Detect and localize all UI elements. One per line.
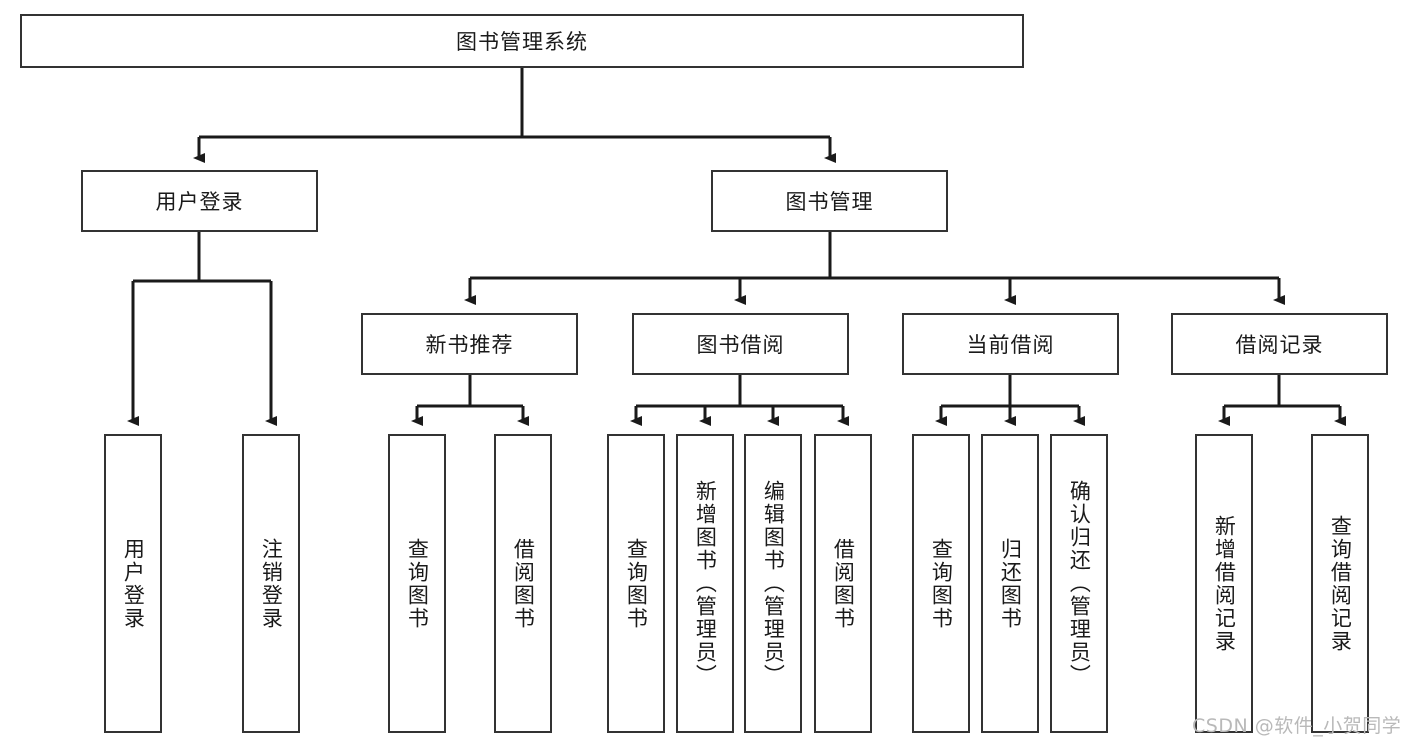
node-leaf-query-book-3[interactable]: 查询图书 [912, 434, 970, 733]
node-leaf-logout-login-label: 注销登录 [259, 537, 284, 630]
node-leaf-add-book-label: 新增图书（管理员） [693, 480, 718, 687]
node-new-book-recommend-label: 新书推荐 [425, 333, 514, 357]
node-leaf-edit-book-label: 编辑图书（管理员） [761, 480, 786, 687]
node-leaf-add-record[interactable]: 新增借阅记录 [1195, 434, 1253, 733]
node-borrow-record[interactable]: 借阅记录 [1171, 313, 1388, 375]
node-book-borrow[interactable]: 图书借阅 [632, 313, 849, 375]
node-book-management-label: 图书管理 [785, 190, 874, 214]
node-leaf-query-record-label: 查询借阅记录 [1328, 514, 1353, 653]
node-leaf-confirm-return-label: 确认归还（管理员） [1067, 480, 1092, 687]
node-book-management[interactable]: 图书管理 [711, 170, 948, 232]
node-leaf-confirm-return[interactable]: 确认归还（管理员） [1050, 434, 1108, 733]
node-leaf-logout-login[interactable]: 注销登录 [242, 434, 300, 733]
node-new-book-recommend[interactable]: 新书推荐 [361, 313, 578, 375]
node-leaf-add-book[interactable]: 新增图书（管理员） [676, 434, 734, 733]
node-leaf-return-book-label: 归还图书 [998, 537, 1023, 630]
node-root-label: 图书管理系统 [456, 30, 588, 54]
node-user-login-label: 用户登录 [155, 190, 244, 214]
node-leaf-query-book-3-label: 查询图书 [929, 537, 954, 630]
node-leaf-edit-book[interactable]: 编辑图书（管理员） [744, 434, 802, 733]
node-leaf-query-record[interactable]: 查询借阅记录 [1311, 434, 1369, 733]
node-leaf-user-login[interactable]: 用户登录 [104, 434, 162, 733]
node-leaf-borrow-book-1-label: 借阅图书 [511, 537, 536, 630]
watermark-text: CSDN @软件_小贺同学 [1192, 715, 1402, 737]
node-book-borrow-label: 图书借阅 [696, 333, 785, 357]
node-user-login[interactable]: 用户登录 [81, 170, 318, 232]
node-leaf-borrow-book-2-label: 借阅图书 [831, 537, 856, 630]
node-current-borrow-label: 当前借阅 [966, 333, 1055, 357]
node-leaf-query-book-2[interactable]: 查询图书 [607, 434, 665, 733]
node-current-borrow[interactable]: 当前借阅 [902, 313, 1119, 375]
node-leaf-return-book[interactable]: 归还图书 [981, 434, 1039, 733]
node-borrow-record-label: 借阅记录 [1235, 333, 1324, 357]
node-leaf-query-book-2-label: 查询图书 [624, 537, 649, 630]
node-leaf-query-book-1-label: 查询图书 [405, 537, 430, 630]
node-leaf-borrow-book-1[interactable]: 借阅图书 [494, 434, 552, 733]
node-leaf-user-login-label: 用户登录 [121, 537, 146, 630]
node-leaf-add-record-label: 新增借阅记录 [1212, 514, 1237, 653]
node-leaf-query-book-1[interactable]: 查询图书 [388, 434, 446, 733]
node-leaf-borrow-book-2[interactable]: 借阅图书 [814, 434, 872, 733]
node-root[interactable]: 图书管理系统 [20, 14, 1024, 68]
